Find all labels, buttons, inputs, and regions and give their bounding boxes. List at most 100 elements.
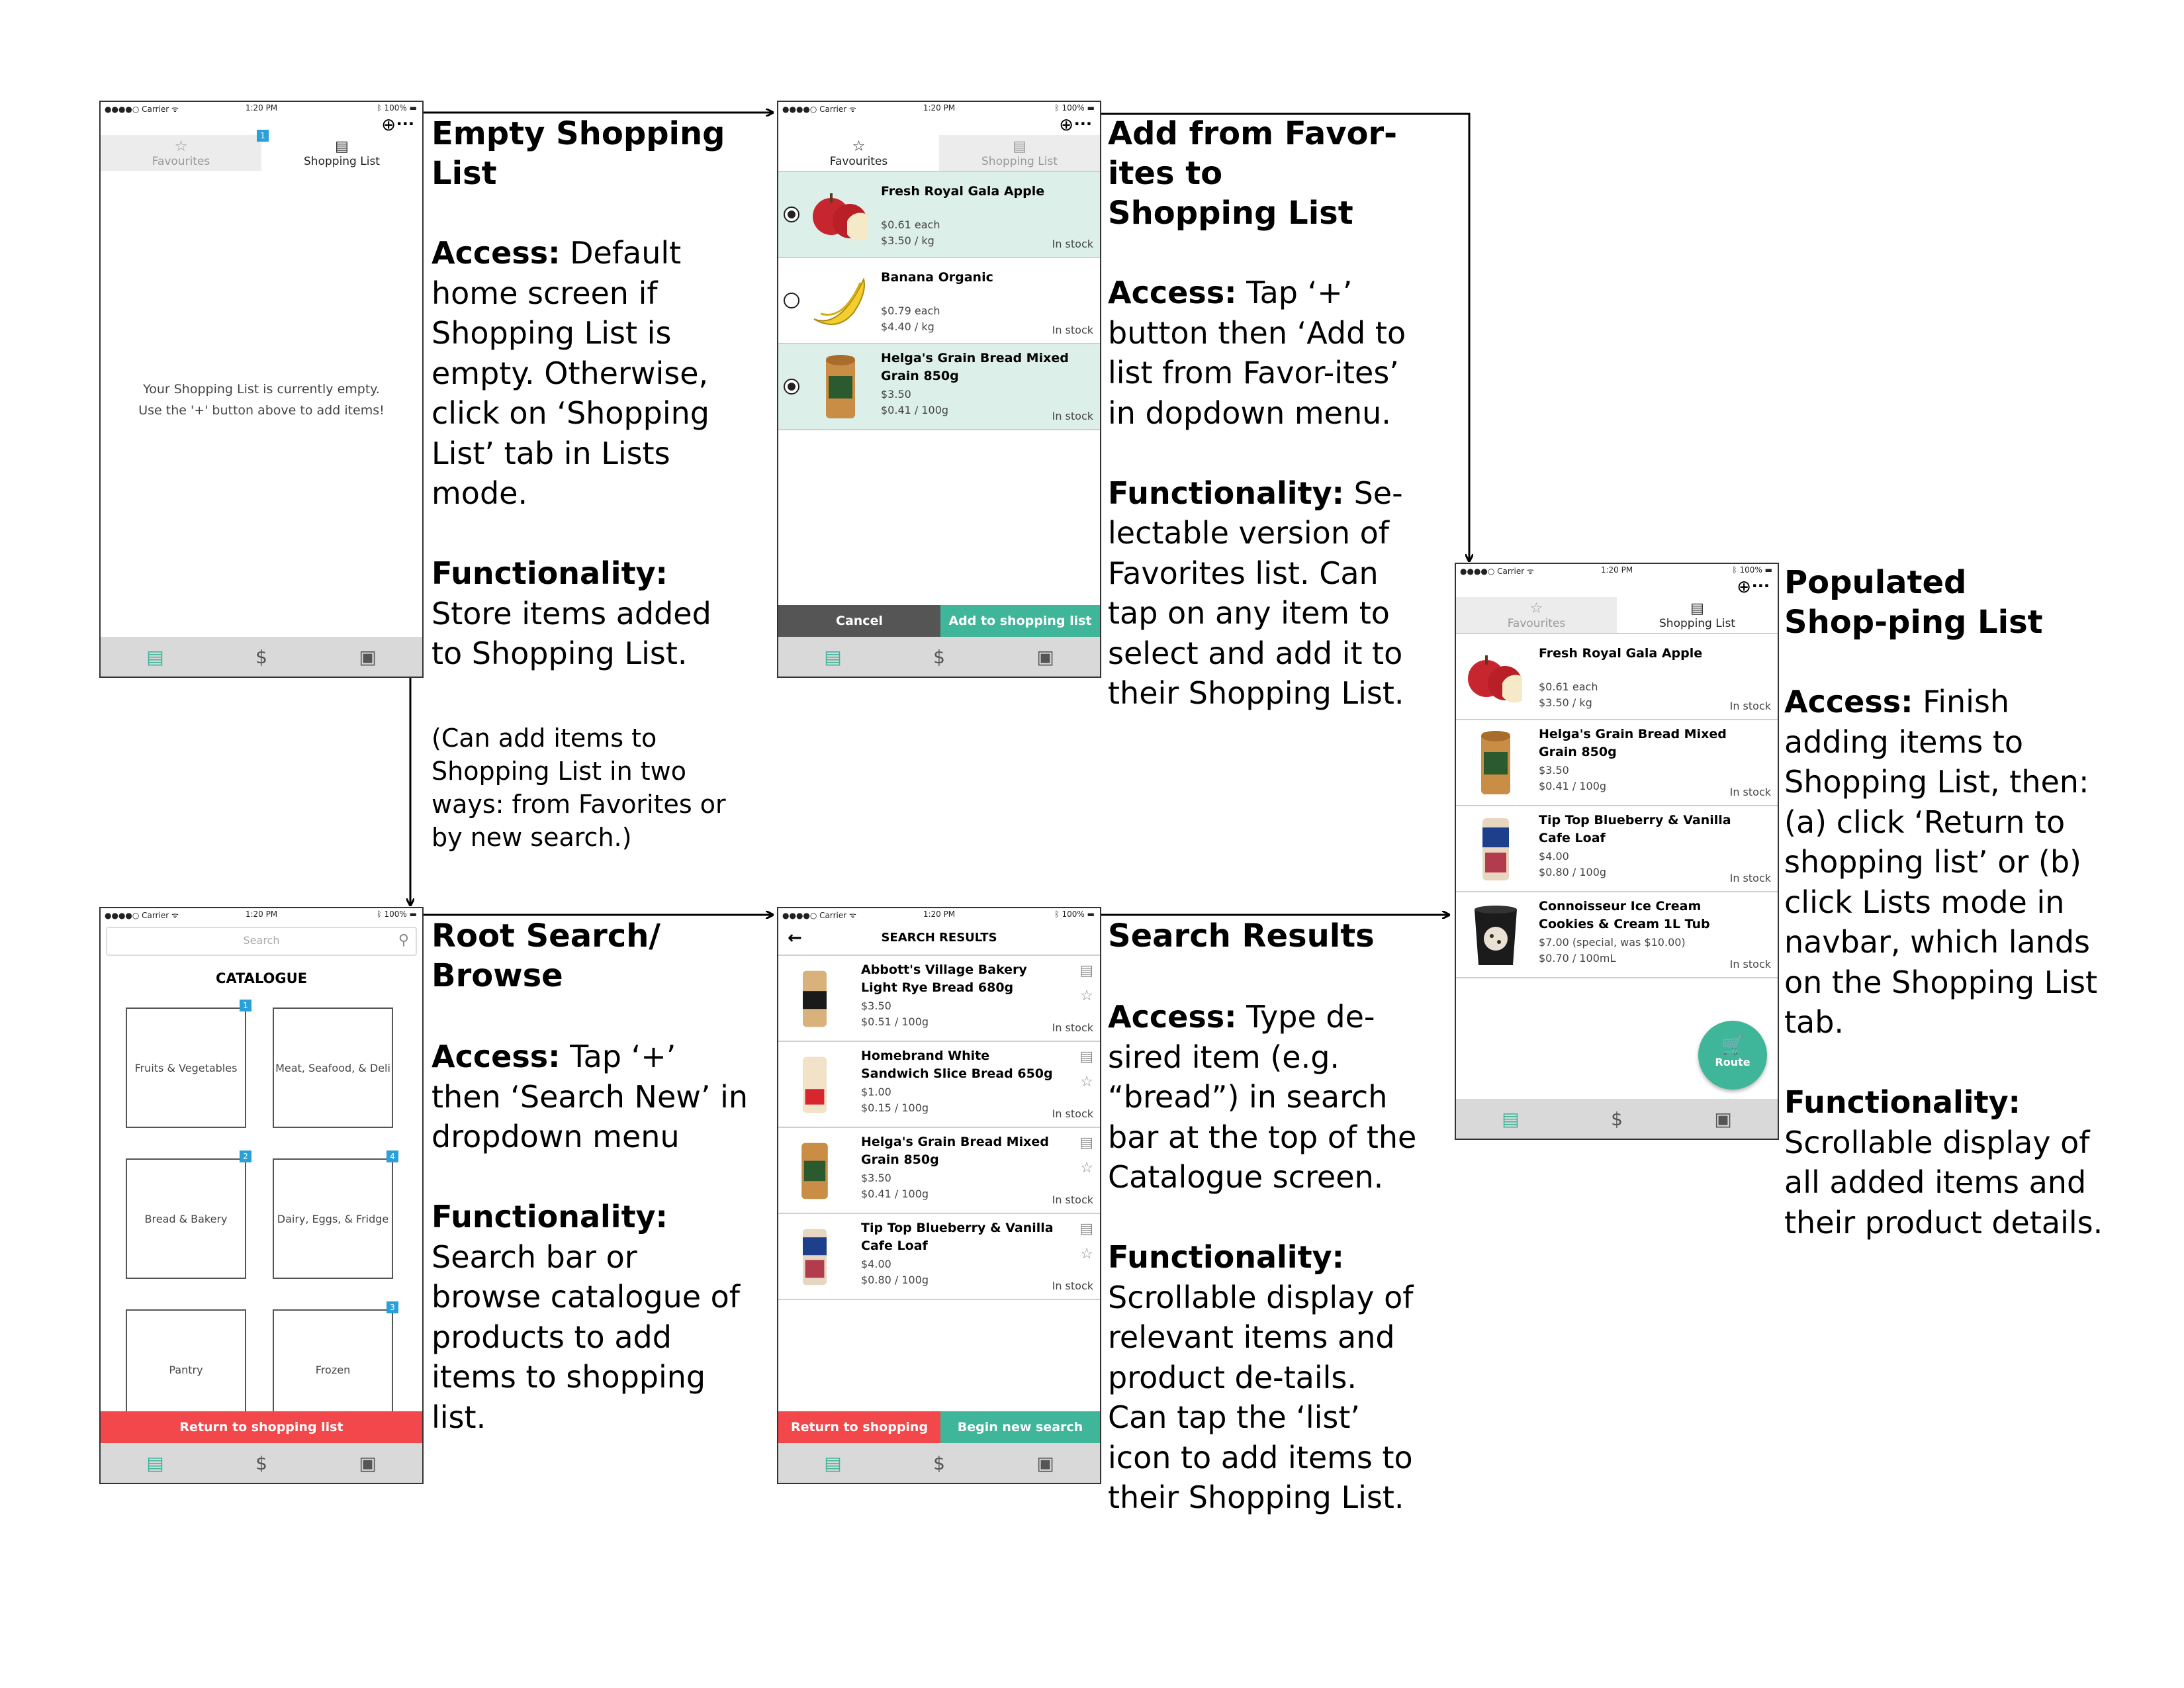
favourite-item[interactable]: Helga's Grain Bread Mixed Grain 850g $3.…: [778, 344, 1100, 430]
radio-selected-icon[interactable]: [784, 207, 799, 222]
item-price: $3.50: [1539, 764, 1569, 776]
radio-unselected-icon[interactable]: [784, 293, 799, 308]
item-stock: In stock: [1052, 238, 1093, 250]
search-result-item[interactable]: Homebrand White Sandwich Slice Bread 650…: [778, 1042, 1100, 1128]
back-arrow-icon[interactable]: ←: [788, 928, 802, 948]
search-icon[interactable]: ⚲: [398, 932, 409, 949]
item-stock: In stock: [1052, 1280, 1093, 1292]
add-to-shopping-list-button[interactable]: Add to shopping list: [940, 605, 1100, 637]
route-button[interactable]: 🛒 Route: [1698, 1021, 1767, 1090]
nav-lists-icon[interactable]: ▤: [824, 645, 842, 668]
begin-new-search-button[interactable]: Begin new search: [940, 1411, 1100, 1443]
nav-lists-icon[interactable]: ▤: [1502, 1107, 1520, 1130]
route-label: Route: [1715, 1056, 1751, 1068]
nav-lists-icon[interactable]: ▤: [824, 1452, 842, 1474]
tab-favourites[interactable]: ☆ Favourites: [101, 135, 261, 171]
results-access-label: Access:: [1108, 999, 1237, 1035]
category-meat-seafood-deli[interactable]: Meat, Seafood, & Deli: [273, 1008, 393, 1128]
bottom-navbar: ▤ $ ▣: [778, 1443, 1100, 1483]
nav-dollar-icon[interactable]: $: [933, 645, 945, 668]
nav-account-icon[interactable]: ▣: [1714, 1107, 1732, 1130]
item-price: $4.00: [861, 1258, 891, 1270]
tab-favourites-label: Favourites: [829, 155, 888, 168]
add-to-list-icon[interactable]: ▤: [1079, 962, 1093, 979]
nav-lists-icon[interactable]: ▤: [146, 645, 164, 668]
annotation-badge: 4: [387, 1150, 398, 1162]
add-plus-icon[interactable]: ⊕: [1737, 577, 1751, 597]
tab-shopping-list[interactable]: ▤ Shopping List: [261, 135, 422, 171]
nav-lists-icon[interactable]: ▤: [146, 1452, 164, 1474]
populated-functionality-label: Functionality:: [1784, 1084, 2021, 1120]
radio-selected-icon[interactable]: [784, 379, 799, 395]
more-options-icon[interactable]: ···: [1751, 577, 1770, 595]
list-icon: ▤: [1690, 600, 1704, 617]
bottom-navbar: ▤ $ ▣: [101, 637, 422, 677]
add-to-list-icon[interactable]: ▤: [1079, 1049, 1093, 1065]
nav-dollar-icon[interactable]: $: [933, 1452, 945, 1474]
more-options-icon[interactable]: ···: [1073, 115, 1092, 133]
status-bar: ●●●●○ Carrier ᯤ 1:20 PM ᛒ 100% ▬: [1456, 564, 1778, 577]
favourite-star-icon[interactable]: ☆: [1080, 1160, 1093, 1176]
shopping-list-item[interactable]: Fresh Royal Gala Apple $0.61 each $3.50 …: [1456, 634, 1778, 720]
search-result-item[interactable]: Tip Top Blueberry & Vanilla Cafe Loaf $4…: [778, 1214, 1100, 1300]
search-result-item[interactable]: Abbott's Village Bakery Light Rye Bread …: [778, 956, 1100, 1042]
item-unit-price: $0.51 / 100g: [861, 1015, 929, 1028]
search-placeholder: Search: [243, 934, 280, 947]
item-price: $3.50: [861, 1172, 891, 1184]
search-bar[interactable]: Search ⚲: [106, 927, 417, 956]
empty-description: Access: Default home screen if Shopping …: [432, 233, 743, 674]
item-stock: In stock: [1052, 1107, 1093, 1120]
item-each-price: $0.79 each: [881, 305, 940, 317]
category-bread-bakery[interactable]: Bread & Bakery: [126, 1158, 246, 1279]
tab-favourites[interactable]: ☆ Favourites: [1456, 597, 1617, 633]
nav-dollar-icon[interactable]: $: [1611, 1107, 1623, 1130]
results-functionality-label: Functionality:: [1108, 1239, 1344, 1275]
item-unit-price: $0.41 / 100g: [861, 1188, 929, 1200]
search-result-item[interactable]: Helga's Grain Bread Mixed Grain 850g $3.…: [778, 1128, 1100, 1214]
tab-favourites[interactable]: ☆ Favourites: [778, 135, 939, 171]
item-stock: In stock: [1052, 410, 1093, 422]
nav-account-icon[interactable]: ▣: [359, 645, 377, 668]
favourite-star-icon[interactable]: ☆: [1080, 1074, 1093, 1090]
item-unit-price: $4.40 / kg: [881, 320, 934, 333]
add-plus-icon[interactable]: ⊕: [1059, 115, 1073, 135]
nav-account-icon[interactable]: ▣: [1036, 645, 1054, 668]
populated-access-label: Access:: [1784, 684, 1913, 720]
empty-message-line-2: Use the '+' button above to add items!: [138, 403, 385, 418]
root-access-text: Tap ‘+’ then ‘Search New’ in dropdown me…: [432, 1039, 749, 1154]
add-plus-icon[interactable]: ⊕: [381, 115, 396, 135]
action-row: ⊕ ···: [778, 115, 1100, 135]
add-to-list-icon[interactable]: ▤: [1079, 1221, 1093, 1237]
bottom-navbar: ▤ $ ▣: [101, 1443, 422, 1483]
shopping-list-item[interactable]: Connoisseur Ice Cream Cookies & Cream 1L…: [1456, 892, 1778, 978]
favourite-item[interactable]: Banana Organic $0.79 each $4.40 / kg In …: [778, 258, 1100, 344]
item-stock: In stock: [1729, 700, 1771, 712]
category-dairy-eggs-fridge[interactable]: Dairy, Eggs, & Fridge: [273, 1158, 393, 1279]
add-to-list-icon[interactable]: ▤: [1079, 1135, 1093, 1151]
cancel-button[interactable]: Cancel: [778, 605, 940, 637]
carrier-signal: ●●●●○ Carrier ᯤ: [782, 911, 856, 920]
shopping-list-item[interactable]: Helga's Grain Bread Mixed Grain 850g $3.…: [1456, 720, 1778, 806]
favourite-item[interactable]: Fresh Royal Gala Apple $0.61 each $3.50 …: [778, 172, 1100, 258]
tab-shopping-list[interactable]: ▤ Shopping List: [939, 135, 1100, 171]
favourites-functionality-text: Se-lectable version of Favorites list. C…: [1108, 475, 1404, 712]
shopping-list-item[interactable]: Tip Top Blueberry & Vanilla Cafe Loaf $4…: [1456, 806, 1778, 892]
nav-account-icon[interactable]: ▣: [359, 1452, 377, 1474]
favourite-star-icon[interactable]: ☆: [1080, 988, 1093, 1004]
return-to-shopping-list-button[interactable]: Return to shopping list: [778, 1411, 940, 1466]
return-to-shopping-list-button[interactable]: Return to shopping list: [101, 1411, 422, 1443]
more-options-icon[interactable]: ···: [396, 115, 414, 133]
nav-dollar-icon[interactable]: $: [255, 1452, 267, 1474]
bottom-navbar: ▤ $ ▣: [1456, 1099, 1778, 1139]
favourite-star-icon[interactable]: ☆: [1080, 1246, 1093, 1262]
nav-account-icon[interactable]: ▣: [1036, 1452, 1054, 1474]
nav-dollar-icon[interactable]: $: [255, 645, 267, 668]
empty-note: (Can add items to Shopping List in two w…: [432, 724, 726, 852]
screen-root-search-browse: ●●●●○ Carrier ᯤ 1:20 PM ᛒ 100% ▬ Search …: [99, 907, 424, 1484]
empty-access-text: Default home screen if Shopping List is …: [432, 235, 709, 511]
category-fruits-vegetables[interactable]: Fruits & Vegetables: [126, 1008, 246, 1128]
tab-shopping-list[interactable]: ▤ Shopping List: [1617, 597, 1778, 633]
star-icon: ☆: [852, 138, 866, 155]
favourites-title: Add from Favor-ites to Shopping List: [1108, 115, 1398, 232]
item-name: Banana Organic: [881, 270, 993, 285]
